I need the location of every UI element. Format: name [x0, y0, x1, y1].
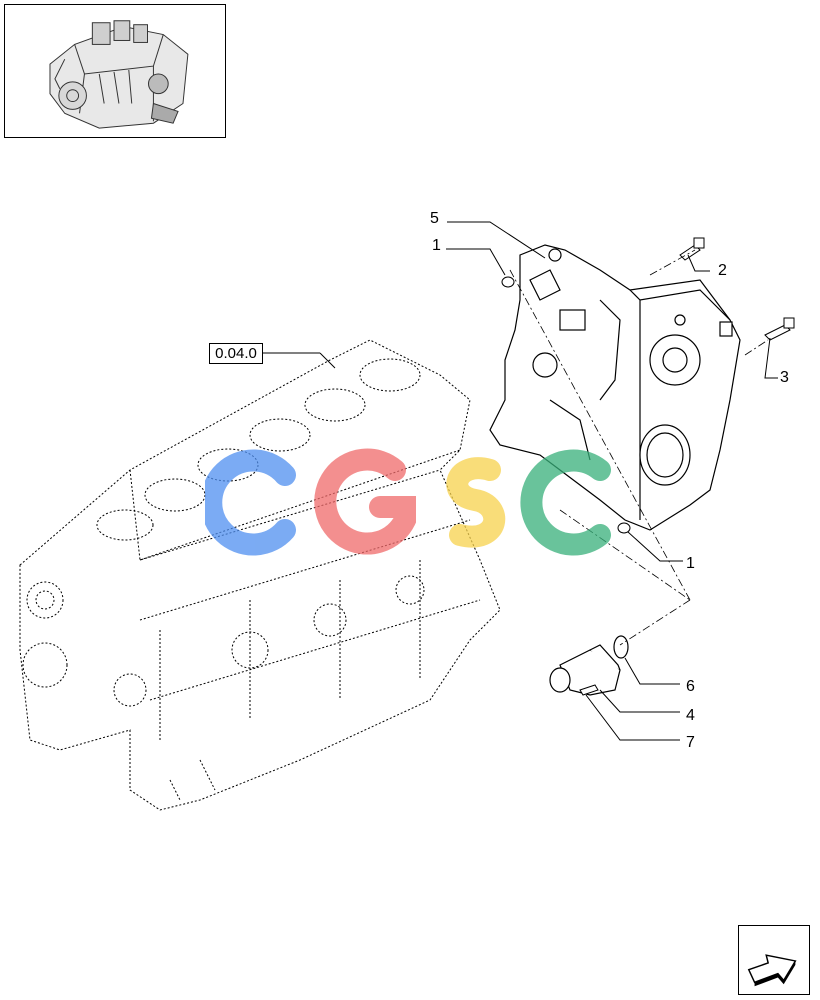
- leader-lines: [446, 221, 778, 741]
- bolt-2: [679, 237, 705, 261]
- reference-label-box[interactable]: 0.04.0: [209, 343, 263, 364]
- engine-block-outline: [19, 339, 501, 811]
- plug-1-top: [501, 276, 515, 288]
- sensor-part-4: [549, 644, 621, 696]
- callout-4[interactable]: 4: [686, 707, 695, 724]
- callout-7[interactable]: 7: [686, 734, 695, 751]
- assembly-axis-lines: [509, 249, 769, 646]
- callout-5[interactable]: 5: [430, 210, 439, 227]
- engine-thumbnail: [4, 4, 226, 138]
- callout-6[interactable]: 6: [686, 678, 695, 695]
- timing-gear-housing: [489, 244, 741, 531]
- engine-thumbnail-icon: [49, 20, 189, 129]
- o-ring-6: [613, 635, 629, 659]
- next-page-arrow-icon: [747, 954, 797, 987]
- next-page-button[interactable]: [738, 925, 810, 995]
- callout-1-top[interactable]: 1: [432, 237, 441, 254]
- screw-7: [579, 684, 599, 696]
- callout-2[interactable]: 2: [718, 262, 727, 279]
- plug-1-bottom: [617, 522, 631, 534]
- callout-3[interactable]: 3: [780, 369, 789, 386]
- callout-1-bottom[interactable]: 1: [686, 555, 695, 572]
- bolt-3: [764, 317, 795, 341]
